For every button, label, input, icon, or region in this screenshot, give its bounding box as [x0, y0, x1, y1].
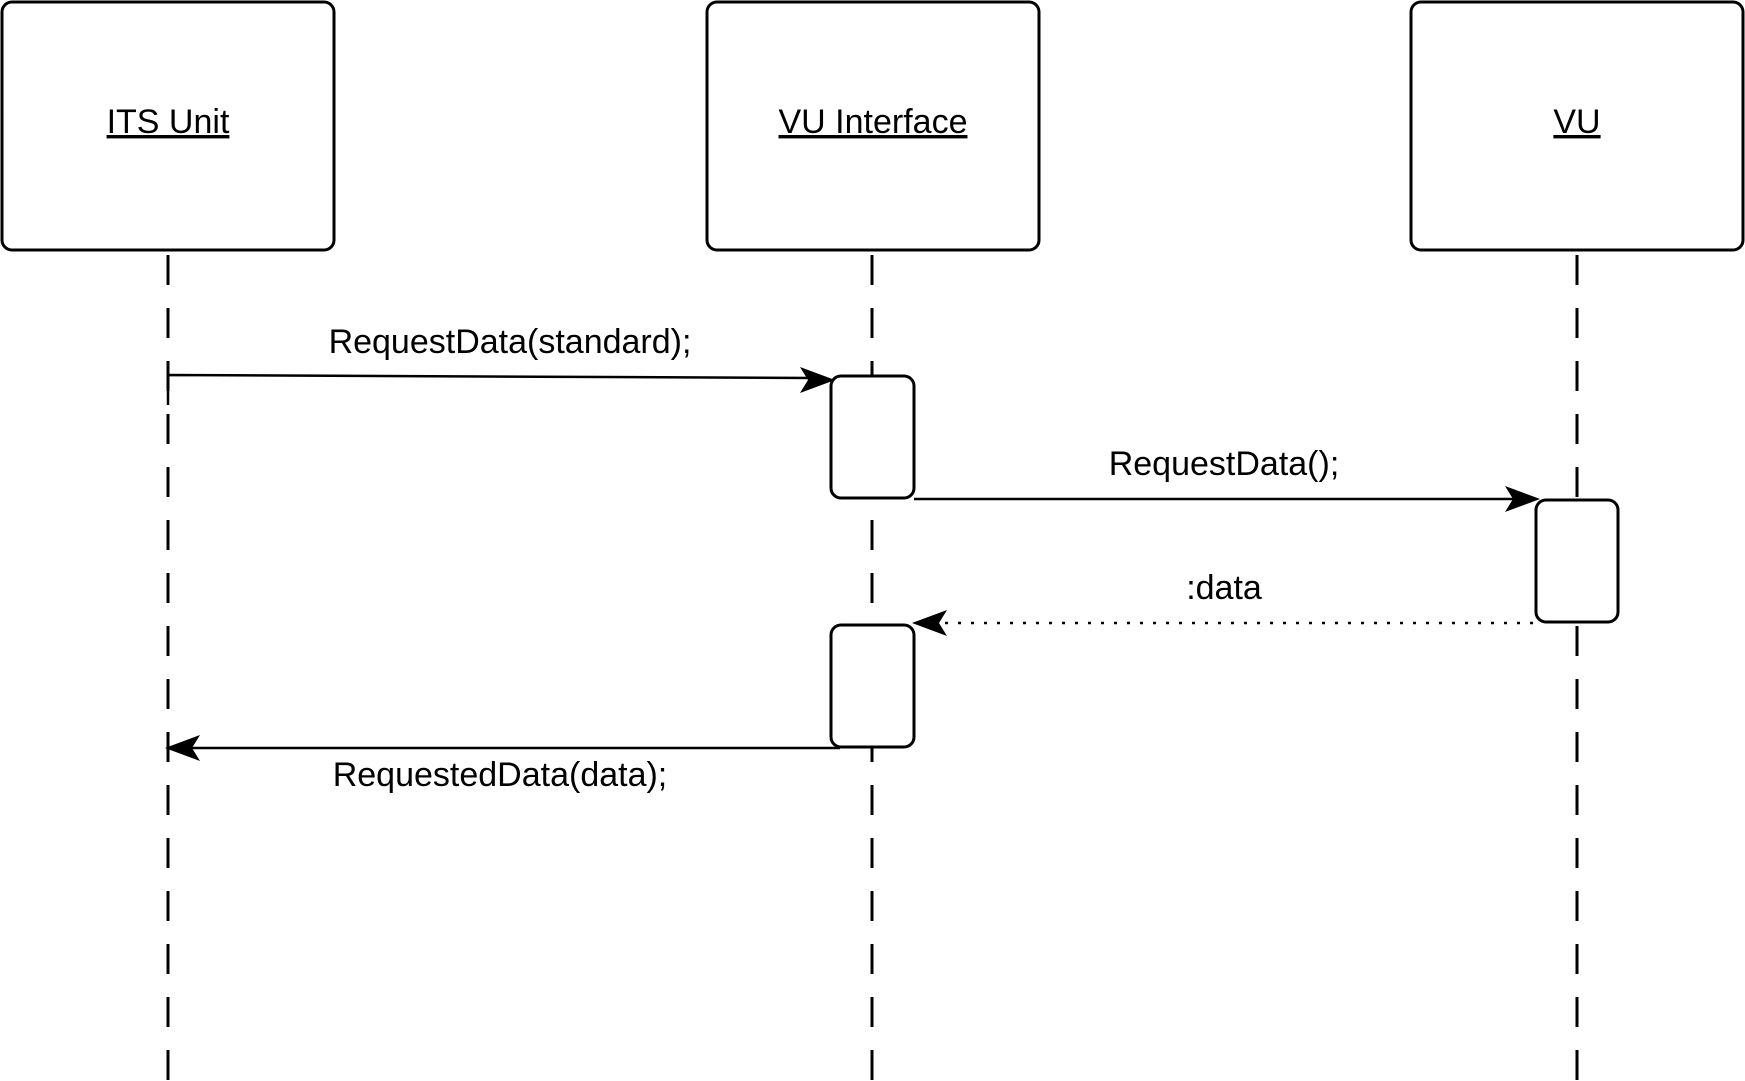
participant-vu: VU: [1409, 0, 1745, 252]
message-request-data-standard: RequestData(standard);: [166, 323, 835, 405]
participant-label: VU: [1553, 103, 1600, 141]
participant-vu-interface: VU Interface: [705, 0, 1041, 252]
arrowhead-icon: [912, 610, 947, 636]
arrowhead-icon: [1505, 486, 1540, 512]
message-label: RequestData(standard);: [329, 323, 692, 361]
activation-box-vu-interface-2: [829, 623, 916, 749]
arrowhead-icon: [800, 367, 835, 393]
message-return-data: :data: [912, 569, 1533, 636]
message-requested-data: RequestedData(data);: [165, 735, 840, 794]
participant-label: ITS Unit: [107, 103, 230, 141]
participant-label: VU Interface: [779, 103, 968, 141]
message-request-data: RequestData();: [914, 445, 1540, 512]
activation-box-vu-interface-1: [829, 374, 916, 500]
activation-box-vu: [1534, 498, 1620, 624]
arrowhead-icon: [165, 735, 200, 761]
participant-its-unit: ITS Unit: [0, 0, 336, 252]
message-label: RequestedData(data);: [333, 756, 668, 794]
message-label: :data: [1186, 569, 1262, 607]
message-label: RequestData();: [1109, 445, 1340, 483]
